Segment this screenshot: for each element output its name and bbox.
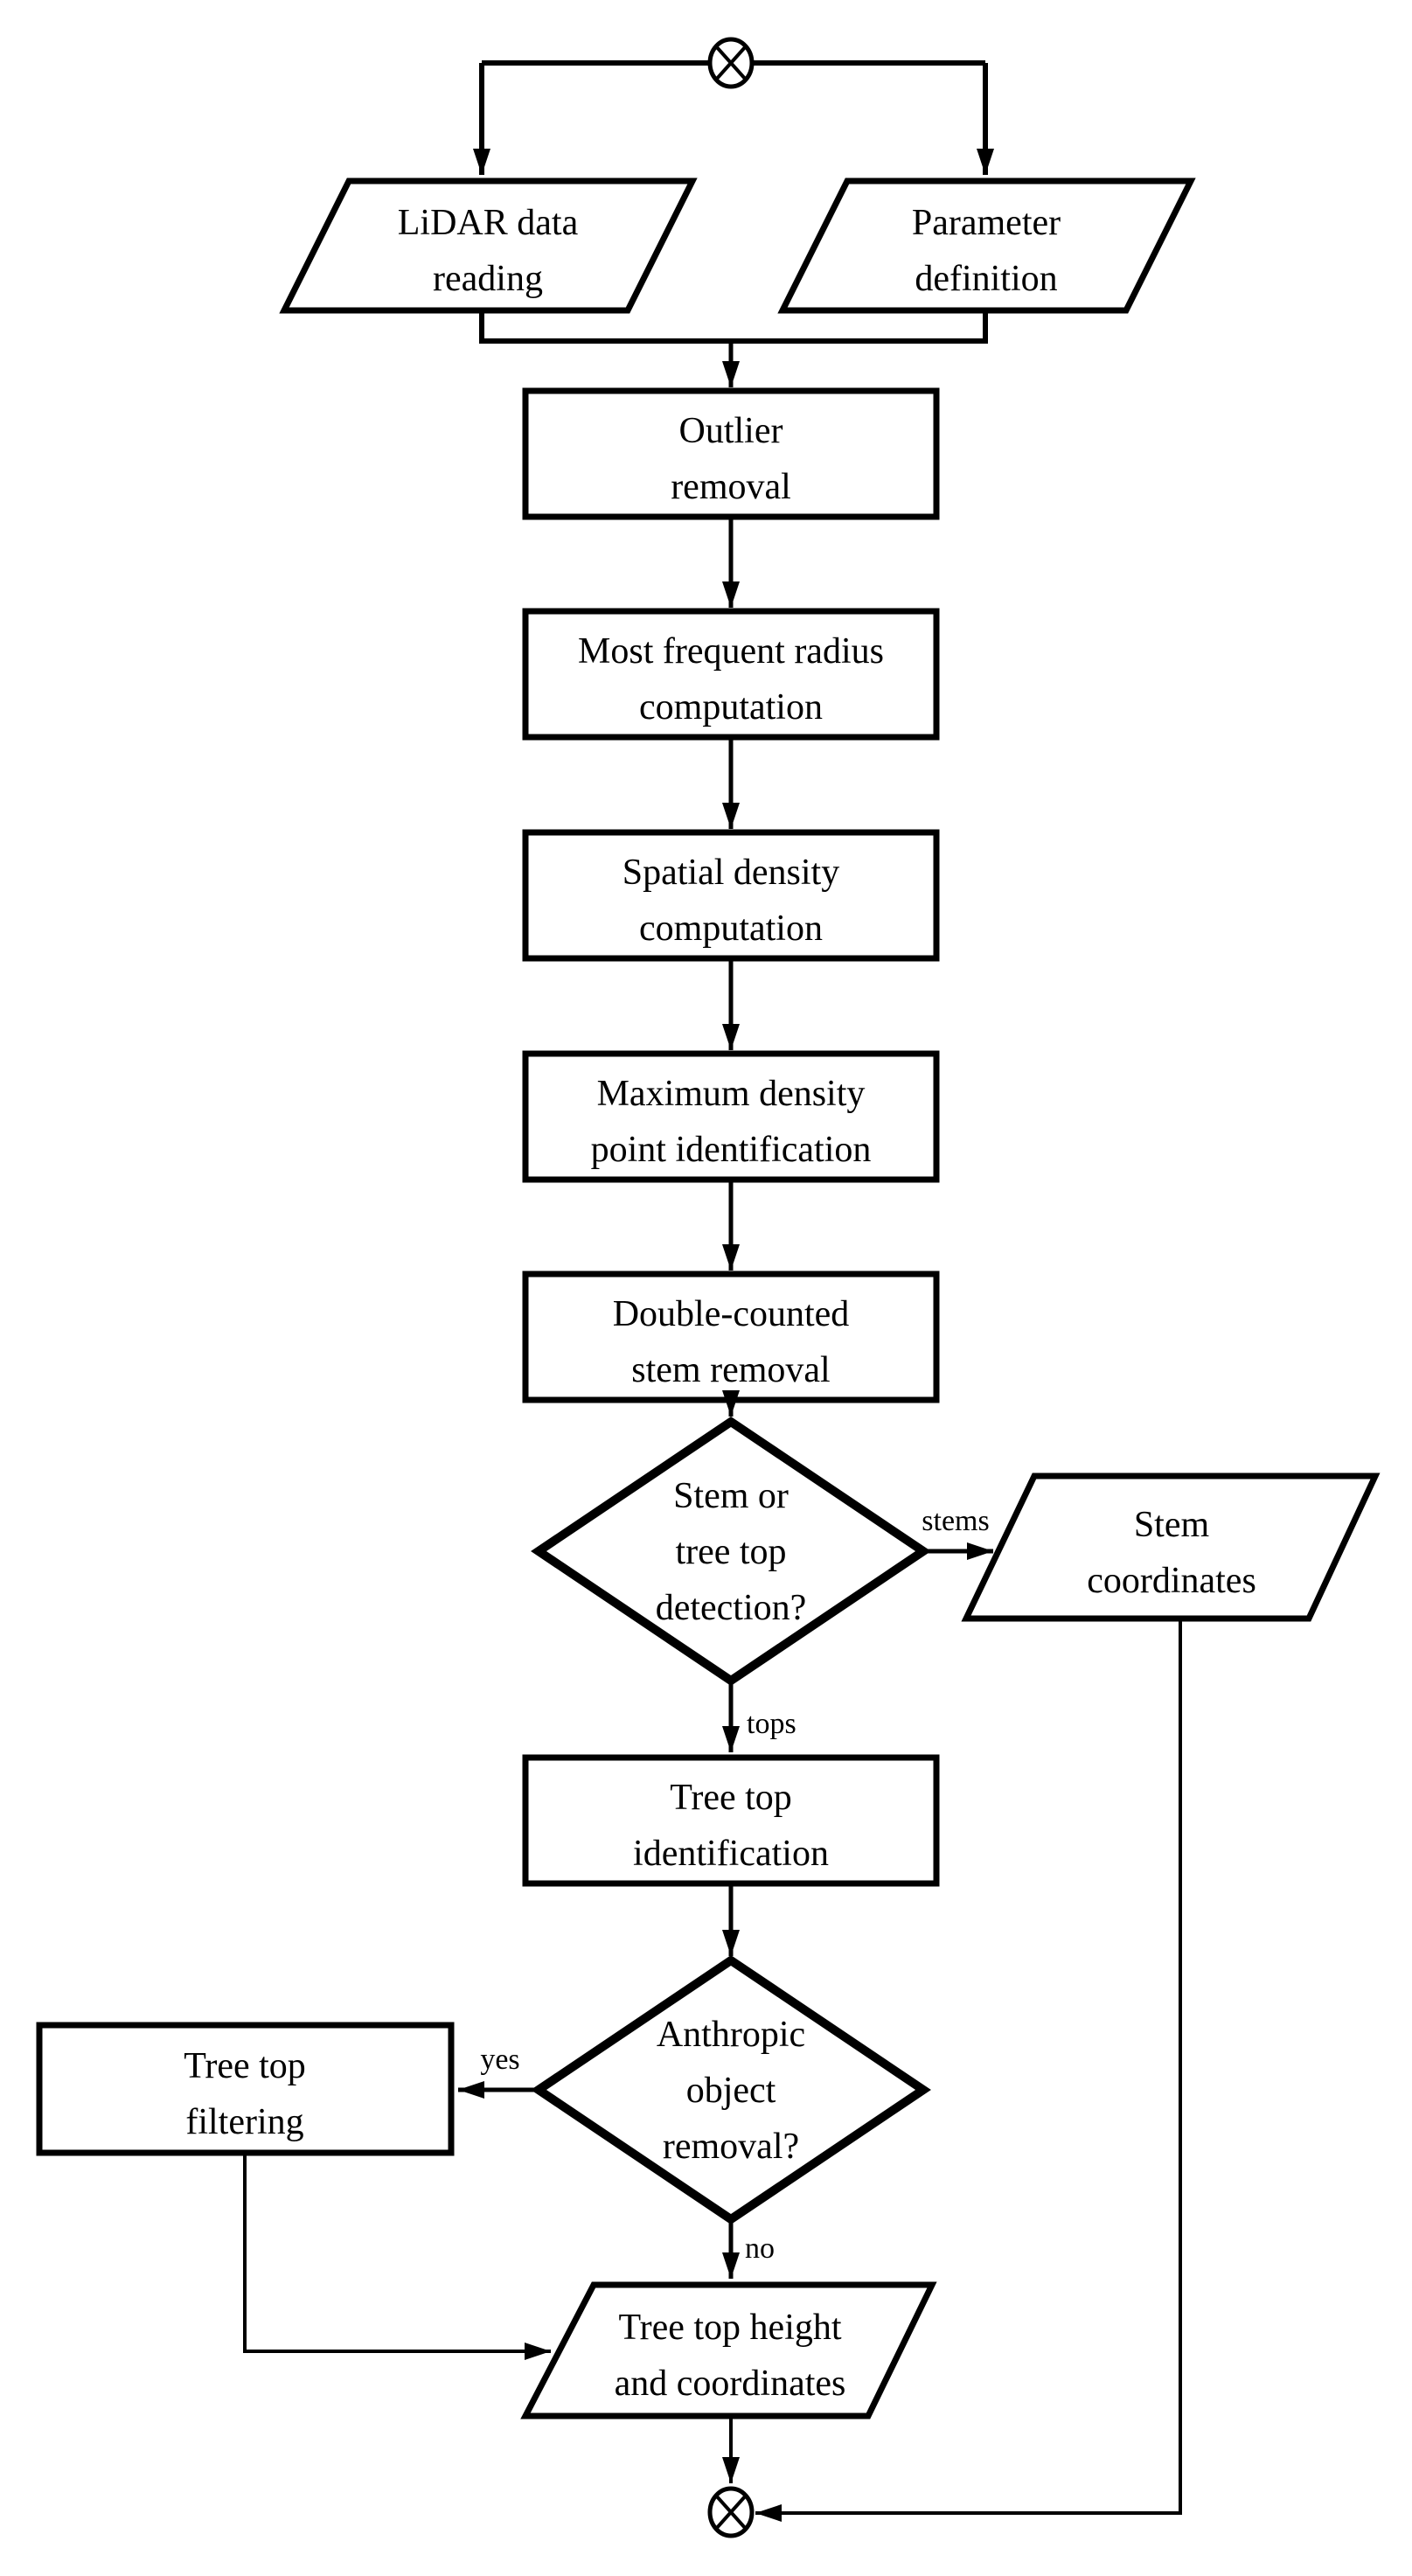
node-label-line: Tree top height — [618, 2308, 841, 2348]
node-label-line: definition — [915, 259, 1057, 299]
parameter-definition-parallelogram — [777, 178, 1196, 314]
merge-lines — [479, 310, 988, 344]
edge-label-tops: tops — [747, 1708, 796, 1740]
most-frequent-radius-box — [522, 608, 940, 741]
node-label-line: Maximum density — [597, 1074, 866, 1114]
edge-label-yes: yes — [480, 2043, 519, 2076]
node-stem-coordinates: Stem coordinates — [961, 1472, 1381, 1622]
start-junction-icon — [707, 37, 755, 89]
junction-cross — [714, 45, 748, 81]
node-label-line: Double-counted — [613, 1294, 850, 1334]
node-maximum-density: Maximum density point identification — [522, 1050, 940, 1183]
node-label-line: object — [686, 2071, 776, 2111]
node-label-line: stem removal — [631, 1350, 830, 1390]
node-lidar-data-reading: LiDAR data reading — [279, 178, 698, 314]
node-label-line: and coordinates — [615, 2364, 846, 2404]
node-label-line: removal — [671, 467, 791, 507]
node-label-line: identification — [633, 1834, 829, 1874]
node-label-line: Outlier — [679, 411, 783, 451]
node-label-line: computation — [639, 909, 823, 949]
node-label-line: removal? — [663, 2127, 799, 2167]
node-label-line: Most frequent radius — [578, 631, 884, 672]
node-treetop-identification: Tree top identification — [522, 1754, 940, 1887]
node-label-line: Stem — [1134, 1505, 1210, 1545]
treetop-height-parallelogram — [520, 2281, 937, 2419]
node-label-line: computation — [639, 687, 823, 728]
node-label-line: filtering — [185, 2102, 303, 2142]
node-most-frequent-radius: Most frequent radius computation — [522, 608, 940, 741]
node-label-line: coordinates — [1087, 1561, 1256, 1601]
end-junction-icon — [707, 2486, 755, 2538]
node-label-line: Anthropic — [657, 2015, 805, 2055]
edge-label-no: no — [745, 2232, 775, 2265]
decision-anthropic-removal: Anthropic object removal? — [531, 1954, 931, 2225]
double-counted-box — [522, 1271, 940, 1403]
maximum-density-box — [522, 1050, 940, 1183]
treetop-filtering-box — [36, 2022, 455, 2156]
node-label-line: reading — [433, 259, 543, 299]
node-treetop-height-coordinates: Tree top height and coordinates — [520, 2281, 937, 2419]
node-parameter-definition: Parameter definition — [777, 178, 1196, 314]
merge-connector — [479, 310, 988, 387]
node-label-line: point identification — [591, 1130, 872, 1170]
connector-stemcoords-to-end — [755, 1619, 1182, 2522]
lidar-reading-parallelogram — [279, 178, 698, 314]
node-label-line: Tree top — [670, 1778, 792, 1818]
node-label-line: Tree top — [184, 2046, 306, 2086]
outlier-removal-box — [522, 387, 940, 520]
node-label-line: Stem or — [673, 1476, 789, 1516]
node-label-line: tree top — [675, 1532, 786, 1572]
node-double-counted-removal: Double-counted stem removal — [522, 1271, 940, 1403]
node-label-line: detection? — [656, 1588, 807, 1628]
junction-cross — [714, 2494, 748, 2531]
connector-filtering-to-output — [243, 2153, 551, 2360]
node-outlier-removal: Outlier removal — [522, 387, 940, 520]
node-label-line: Parameter — [912, 203, 1061, 243]
node-treetop-filtering: Tree top filtering — [36, 2022, 455, 2156]
node-label-line: Spatial density — [623, 853, 839, 893]
stem-coordinates-parallelogram — [961, 1472, 1381, 1622]
edge-label-stems: stems — [922, 1505, 989, 1537]
node-label-line: LiDAR data — [398, 203, 579, 243]
decision-stem-or-treetop: Stem or tree top detection? — [531, 1416, 931, 1687]
node-spatial-density: Spatial density computation — [522, 829, 940, 962]
spatial-density-box — [522, 829, 940, 962]
